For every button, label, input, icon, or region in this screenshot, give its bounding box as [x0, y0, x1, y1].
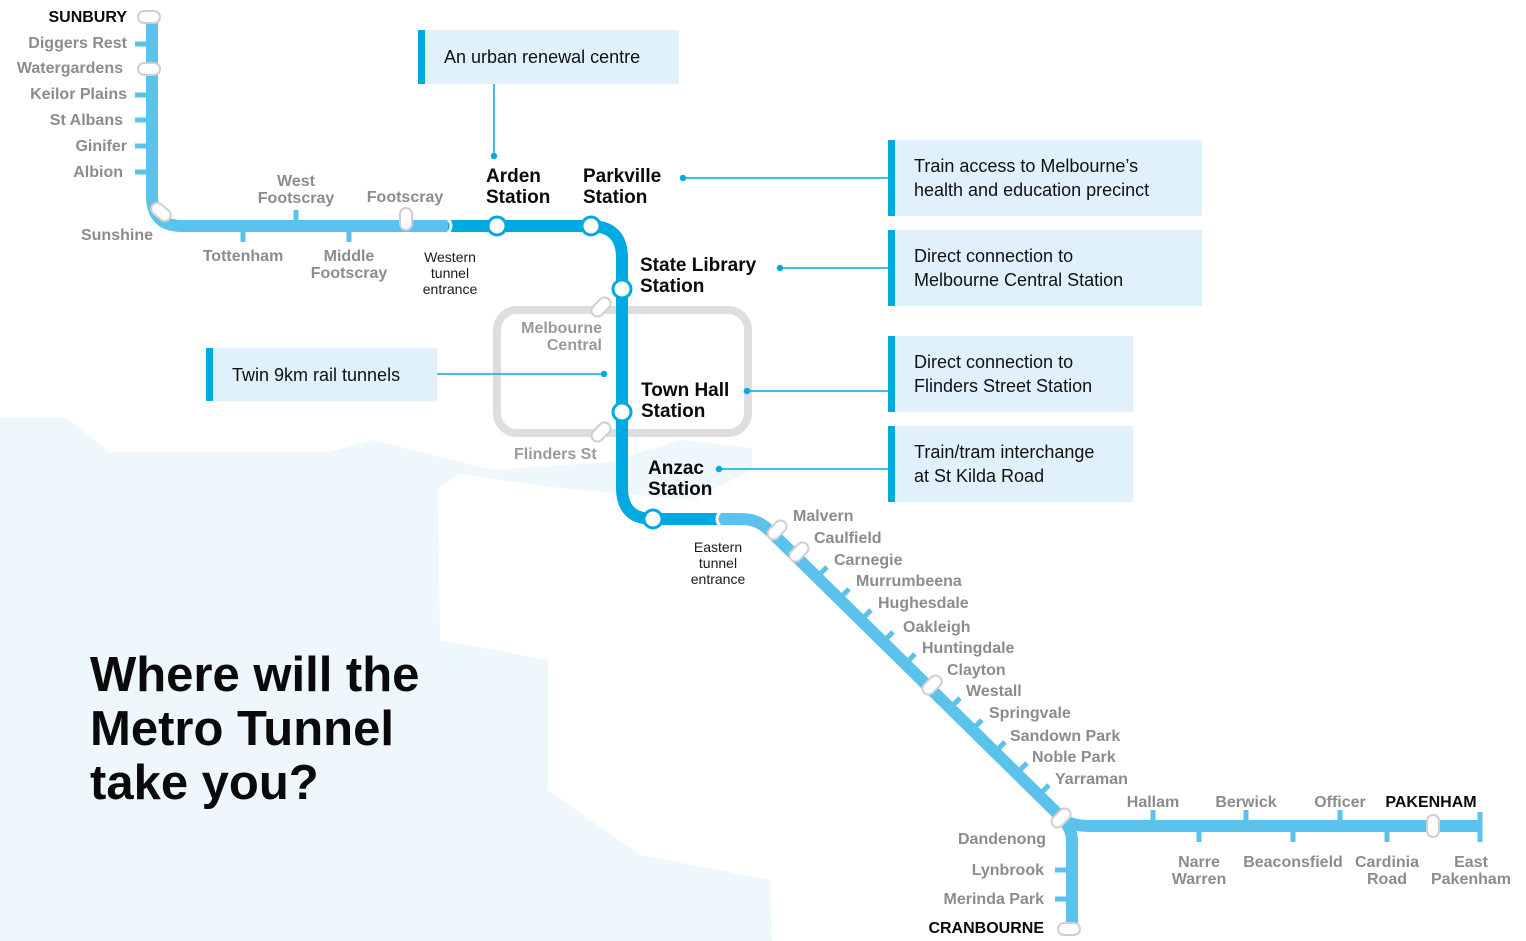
station-sunshine: Sunshine	[80, 227, 153, 244]
station-hallam: Hallam	[1126, 794, 1180, 811]
interchange-markers	[137, 10, 1440, 936]
station-st-albans: St Albans	[49, 112, 123, 129]
station-tottenham: Tottenham	[202, 248, 284, 265]
station-noble-park: Noble Park	[1032, 749, 1116, 766]
station-west-footscray: West Footscray	[257, 173, 335, 207]
station-pakenham: PAKENHAM	[1385, 794, 1477, 811]
callout-leaders	[437, 84, 888, 473]
station-arden: Arden Station	[486, 166, 551, 208]
station-clayton: Clayton	[947, 662, 1006, 679]
page-title: Where will the Metro Tunnel take you?	[90, 648, 420, 810]
station-keilor-plains: Keilor Plains	[30, 86, 127, 103]
station-dandenong: Dandenong	[958, 831, 1046, 848]
station-carnegie: Carnegie	[834, 552, 903, 569]
station-ginifer: Ginifer	[75, 138, 127, 155]
station-malvern: Malvern	[793, 508, 854, 525]
metro-tunnel-line	[448, 220, 718, 525]
station-springvale: Springvale	[989, 705, 1071, 722]
cranbourne-ticks	[1055, 867, 1072, 902]
station-sandown-park: Sandown Park	[1010, 728, 1121, 745]
station-westall: Westall	[966, 683, 1022, 700]
station-murrumbeena: Murrumbeena	[856, 573, 962, 590]
station-beaconsfield: Beaconsfield	[1243, 854, 1343, 871]
station-oakleigh: Oakleigh	[903, 619, 971, 636]
station-albion: Albion	[73, 164, 123, 181]
station-yarraman: Yarraman	[1055, 771, 1128, 788]
station-footscray: Footscray	[366, 189, 444, 206]
station-flinders-st: Flinders St	[514, 446, 597, 463]
pakenham-line	[1057, 813, 1480, 832]
station-narre-warren: Narre Warren	[1171, 854, 1227, 888]
callout-town-hall: Direct connection to Flinders Street Sta…	[888, 336, 1133, 412]
station-anzac: Anzac Station	[648, 458, 713, 500]
station-middle-footscray: Middle Footscray	[310, 248, 388, 282]
station-cardinia-road: Cardinia Road	[1354, 854, 1419, 888]
sunbury-ticks	[135, 41, 352, 242]
station-melbourne-central: Melbourne Central	[521, 320, 602, 354]
station-merinda-park: Merinda Park	[943, 891, 1044, 908]
station-lynbrook: Lynbrook	[971, 862, 1044, 879]
callout-arden: An urban renewal centre	[418, 30, 679, 84]
tunnel-stations	[486, 215, 664, 530]
callout-parkville: Train access to Melbourne’s health and e…	[888, 140, 1202, 216]
dandenong-ticks	[815, 565, 1051, 797]
station-huntingdale: Huntingdale	[922, 640, 1015, 657]
eastern-portal-label: Eastern tunnel entrance	[690, 539, 746, 587]
cranbourne-line	[1057, 813, 1078, 928]
station-sunbury: SUNBURY	[48, 9, 127, 26]
station-east-pakenham: East Pakenham	[1430, 854, 1512, 888]
station-cranbourne: CRANBOURNE	[928, 920, 1044, 937]
station-parkville: Parkville Station	[583, 166, 662, 208]
station-berwick: Berwick	[1215, 794, 1277, 811]
pakenham-ticks	[1150, 810, 1390, 842]
station-state-library: State Library Station	[640, 255, 757, 297]
callout-anzac: Train/tram interchange at St Kilda Road	[888, 426, 1133, 502]
western-portal-label: Western tunnel entrance	[422, 249, 478, 297]
station-town-hall: Town Hall Station	[641, 380, 730, 422]
station-caulfield: Caulfield	[814, 530, 882, 547]
station-watergardens: Watergardens	[16, 60, 123, 77]
land-shape	[0, 418, 772, 941]
western-portal-mark	[444, 215, 453, 237]
callout-state-library: Direct connection to Melbourne Central S…	[888, 230, 1202, 306]
callout-tunnels: Twin 9km rail tunnels	[206, 348, 437, 401]
eastern-portal-mark	[715, 508, 724, 530]
station-officer: Officer	[1314, 794, 1366, 811]
station-hughesdale: Hughesdale	[878, 595, 969, 612]
station-diggers-rest: Diggers Rest	[28, 35, 127, 52]
